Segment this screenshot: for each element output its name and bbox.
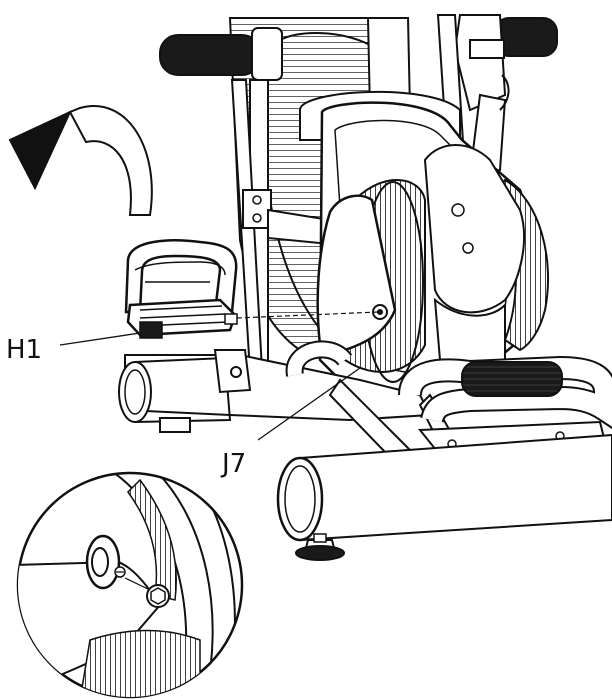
label-j7-text: J7 bbox=[220, 449, 246, 479]
label-h1-text: H1 bbox=[6, 335, 42, 365]
label-h1: H1 bbox=[6, 332, 141, 365]
lower-frame bbox=[118, 340, 607, 457]
crank-gear bbox=[316, 179, 426, 383]
curved-arrow-icon bbox=[8, 105, 153, 216]
rear-stabilizer bbox=[276, 433, 612, 561]
label-j7: J7 bbox=[220, 367, 361, 479]
pedal bbox=[124, 239, 379, 339]
rear-handle bbox=[398, 355, 612, 430]
detail-view bbox=[16, 471, 244, 699]
